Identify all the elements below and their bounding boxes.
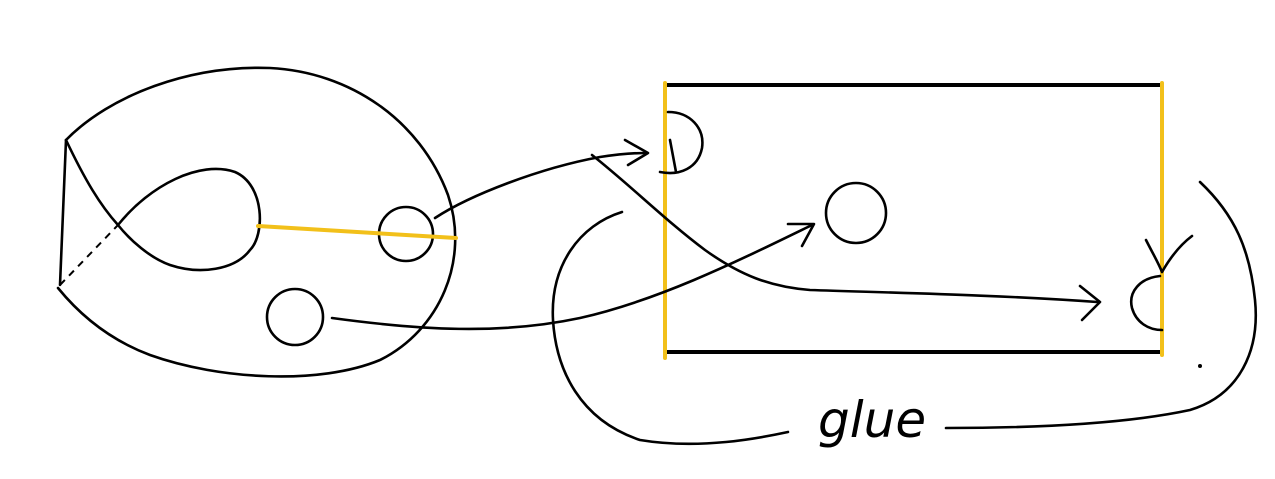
surface-inner-loop bbox=[116, 167, 262, 272]
glue-loop-right bbox=[944, 180, 1258, 430]
surface-circle-bottom bbox=[265, 287, 325, 347]
glue-loop bbox=[551, 180, 1258, 446]
rectangle-center-circle bbox=[824, 181, 888, 245]
arrow-to-center-circle bbox=[330, 223, 814, 331]
arrow-head-right-edge bbox=[1078, 284, 1102, 322]
surface-sketch bbox=[56, 66, 458, 378]
surface-outline bbox=[56, 66, 457, 378]
surface-top-edge bbox=[64, 138, 120, 227]
left-edge-half-circle bbox=[658, 110, 704, 175]
mapping-arrows bbox=[330, 138, 1102, 331]
surface-cut-line bbox=[256, 224, 458, 240]
glue-dot bbox=[1198, 364, 1202, 368]
rectangle-sketch bbox=[658, 81, 1194, 360]
right-edge-half-circle bbox=[1129, 274, 1164, 332]
arrow-to-right-edge bbox=[590, 153, 1099, 304]
glue-loop-left bbox=[551, 210, 790, 446]
arrow-head-left-edge bbox=[623, 138, 650, 167]
surface-front-edge bbox=[58, 138, 68, 287]
arrow-to-left-edge bbox=[433, 151, 647, 220]
right-edge-branch bbox=[1144, 234, 1194, 274]
left-edge-tick bbox=[668, 138, 678, 174]
surface-hidden-edge bbox=[59, 224, 119, 286]
glue-label: glue bbox=[818, 391, 926, 449]
arrow-head-center-circle bbox=[786, 222, 816, 248]
